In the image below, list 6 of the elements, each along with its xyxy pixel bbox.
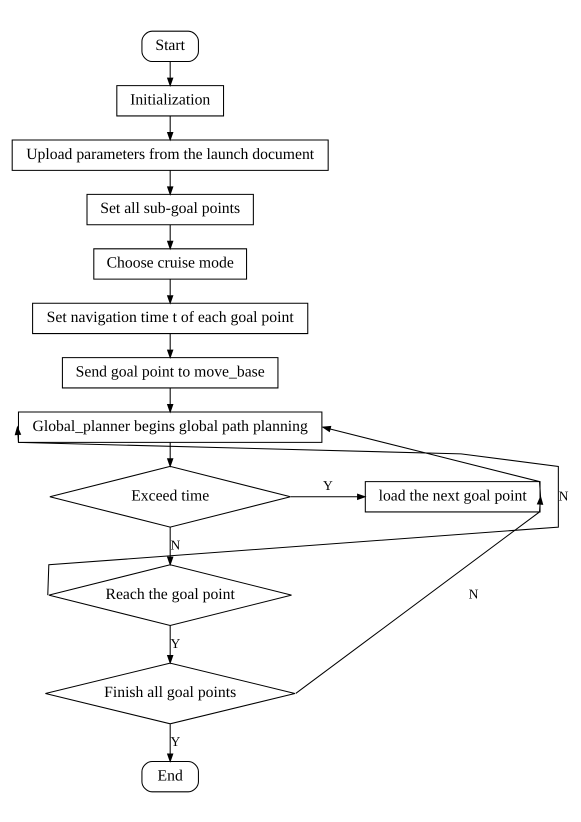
- edge-label: Y: [170, 635, 180, 650]
- edge-label: Y: [322, 477, 333, 492]
- edge-label: N: [558, 488, 568, 503]
- edge-label: N: [170, 537, 180, 552]
- edge-label: Y: [170, 734, 180, 749]
- edge-label: N: [468, 586, 479, 602]
